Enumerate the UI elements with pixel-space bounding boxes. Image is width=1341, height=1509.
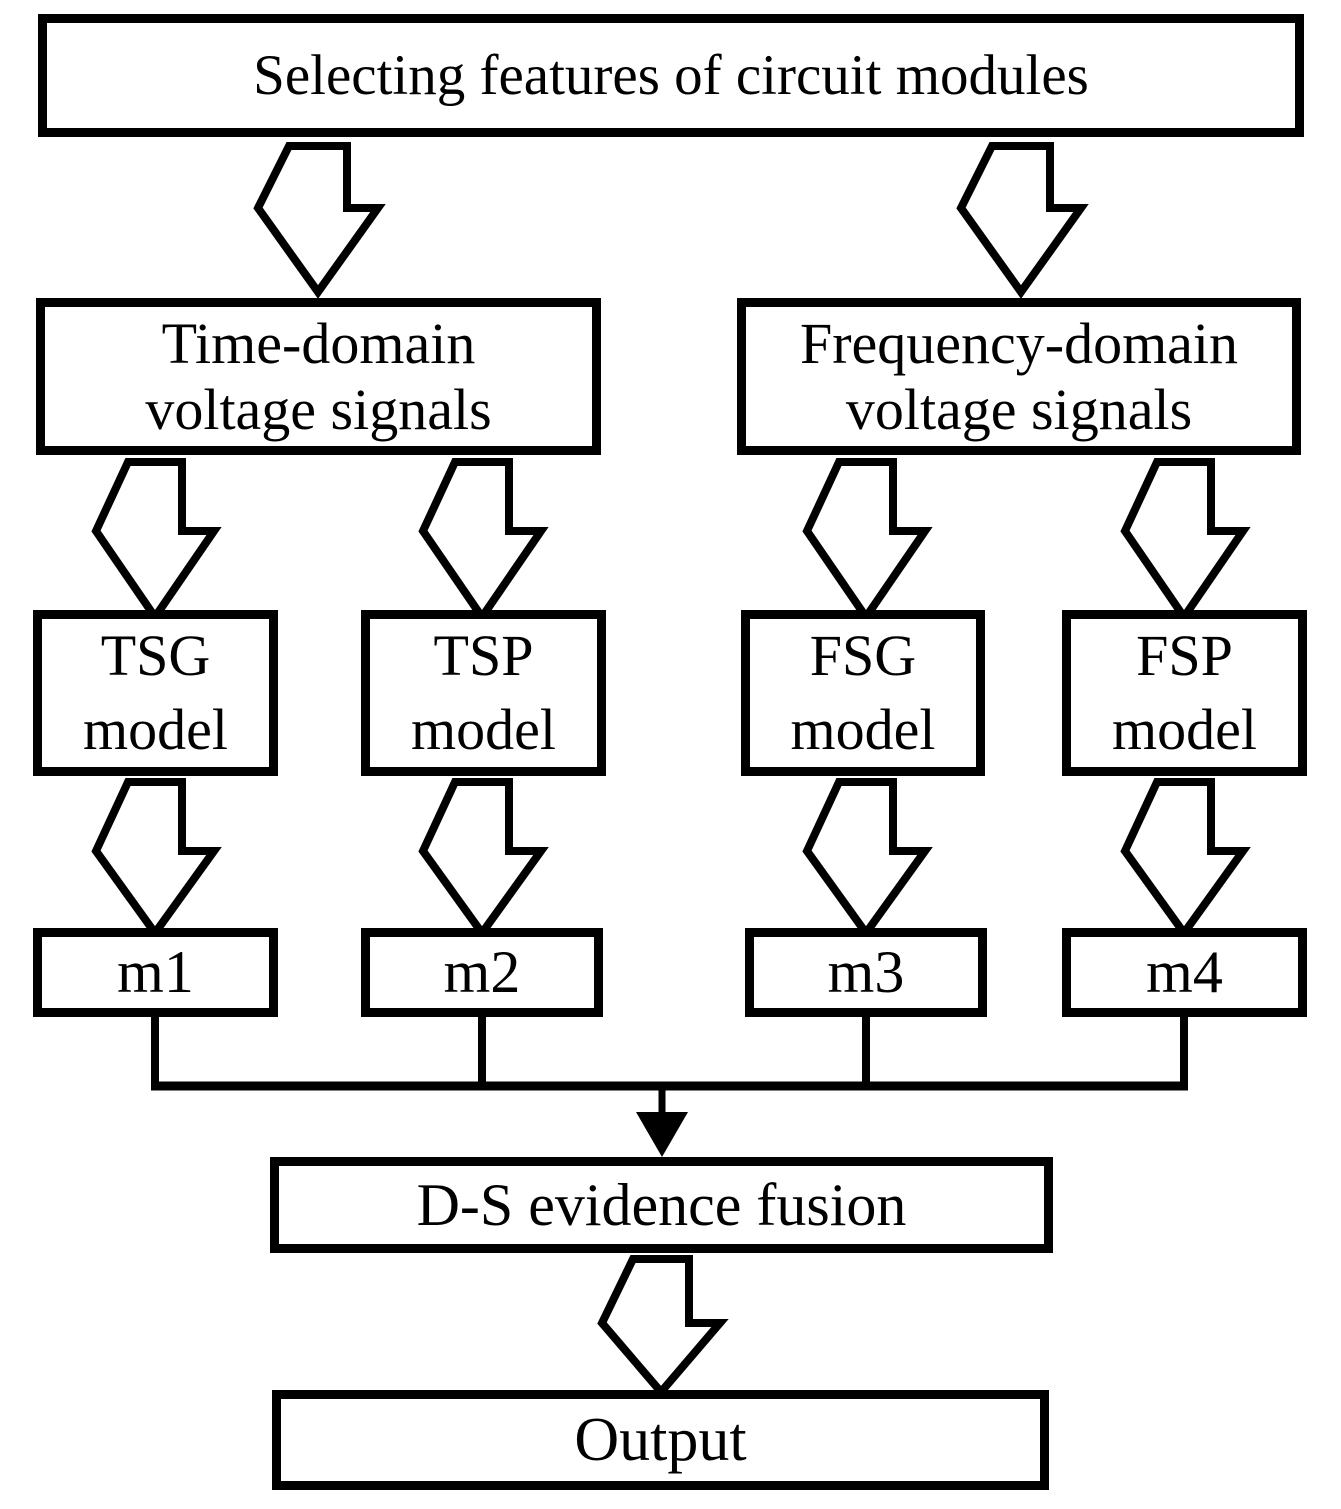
node-m1: m1 <box>33 928 278 1017</box>
fusion-arrowhead-icon <box>636 1112 688 1157</box>
block-arrow-root-to-freq-icon <box>956 142 1089 299</box>
node-ds-evidence-fusion: D-S evidence fusion <box>270 1157 1053 1253</box>
block-arrow-tsp-to-m2-icon <box>418 778 549 940</box>
block-arrow-freq-to-fsp-icon <box>1120 458 1251 625</box>
node-selecting-features: Selecting features of circuit modules <box>38 14 1304 137</box>
node-m4: m4 <box>1062 928 1307 1017</box>
block-arrow-fsp-to-m4-icon <box>1120 778 1251 940</box>
node-time-domain-signals: Time-domain voltage signals <box>36 298 601 455</box>
node-m3: m3 <box>745 928 987 1017</box>
node-fsp-model: FSP model <box>1062 610 1307 776</box>
block-arrow-root-to-time-icon <box>253 142 386 299</box>
block-arrow-time-to-tsg-icon <box>91 458 222 625</box>
block-arrow-fusion-to-output-icon <box>597 1255 729 1399</box>
node-m2: m2 <box>361 928 603 1017</box>
node-fsg-model: FSG model <box>741 610 985 776</box>
node-output: Output <box>272 1390 1049 1490</box>
block-arrow-fsg-to-m3-icon <box>802 778 933 940</box>
block-arrow-tsg-to-m1-icon <box>91 778 222 940</box>
node-frequency-domain-signals: Frequency-domain voltage signals <box>737 298 1301 455</box>
block-arrow-freq-to-fsg-icon <box>802 458 933 625</box>
node-tsg-model: TSG model <box>33 610 278 776</box>
block-arrow-time-to-tsp-icon <box>418 458 549 625</box>
node-tsp-model: TSP model <box>361 610 606 776</box>
